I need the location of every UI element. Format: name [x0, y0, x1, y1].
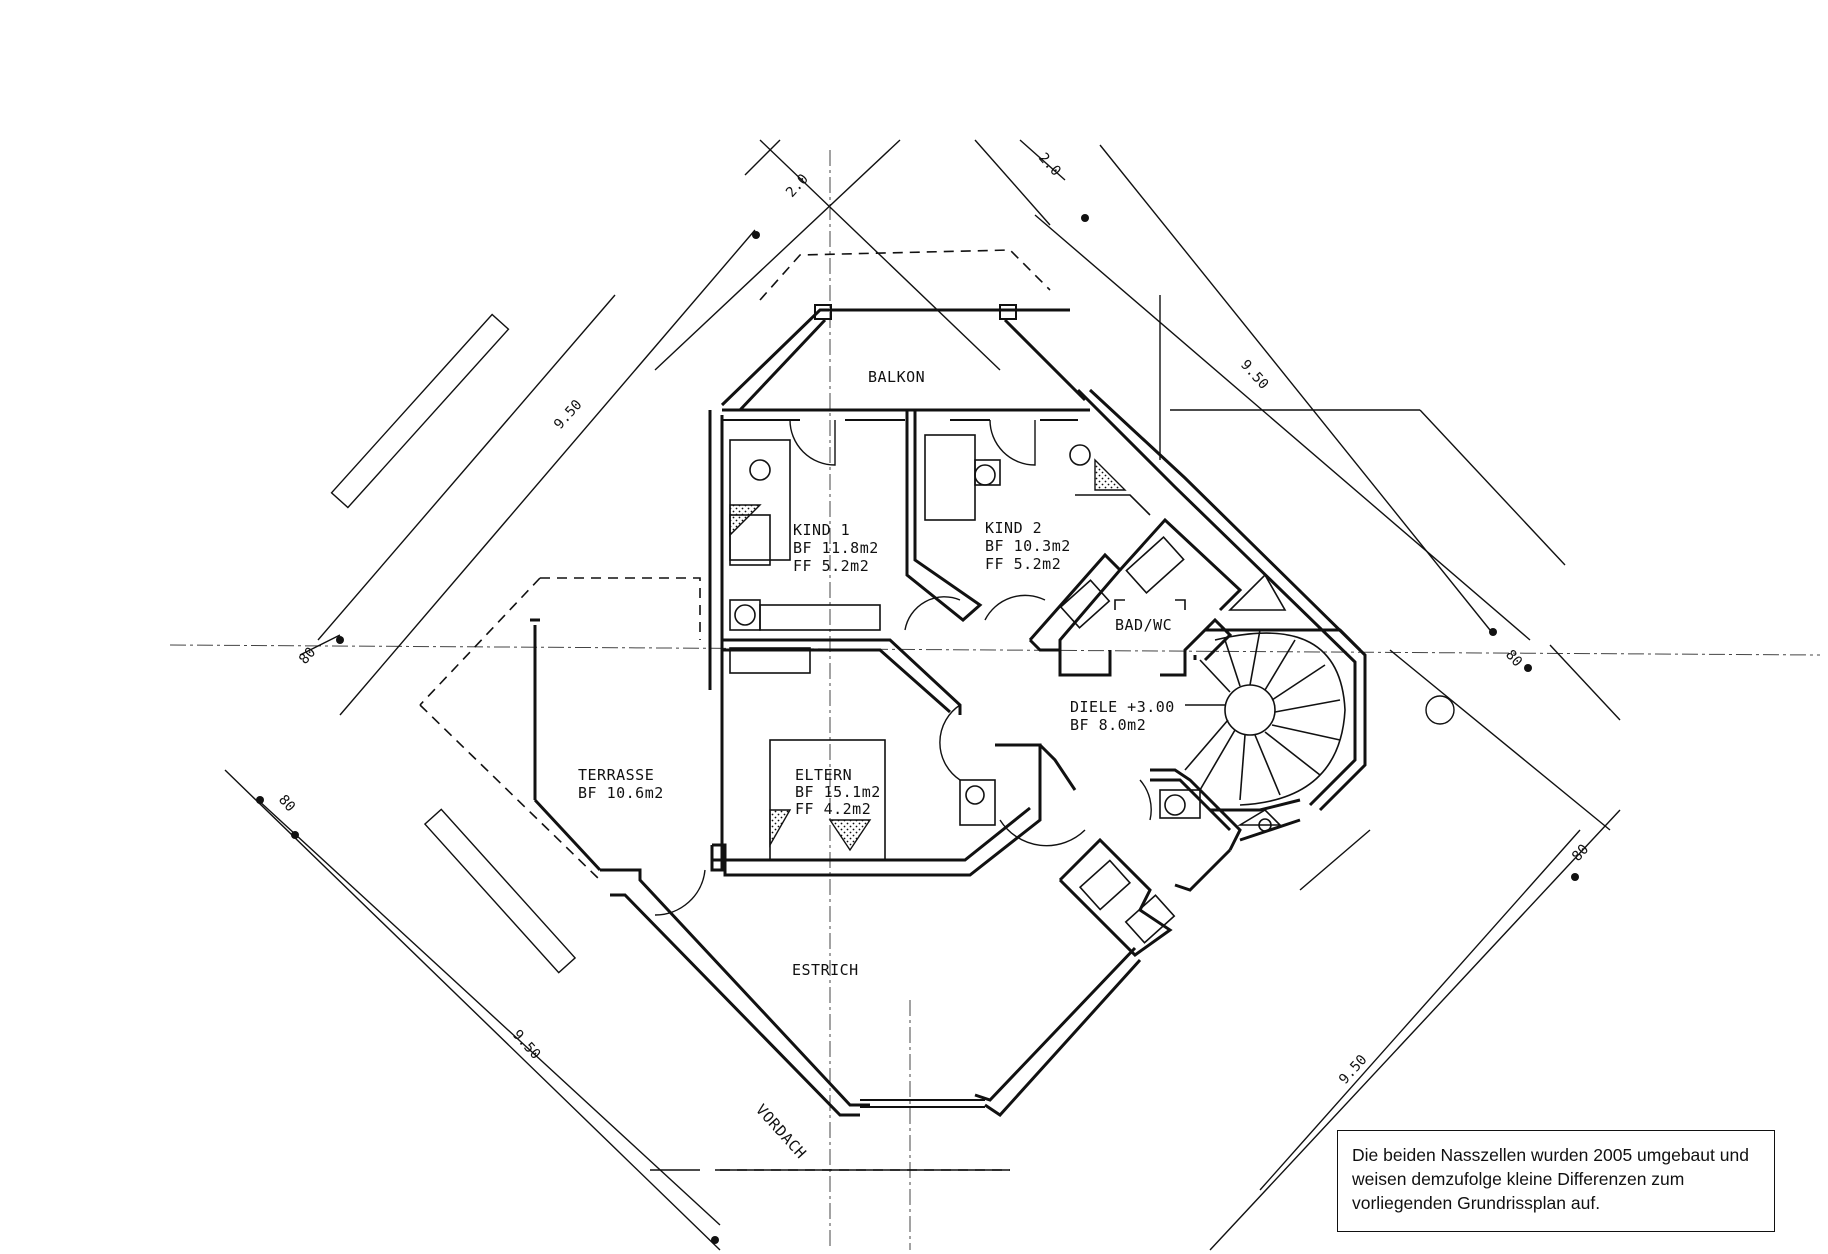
- label-kind2: KIND 2: [985, 519, 1042, 537]
- label-kind2-ff: FF 5.2m2: [985, 555, 1061, 573]
- label-eltern-ff: FF 4.2m2: [795, 800, 871, 818]
- label-estrich: ESTRICH: [792, 961, 859, 979]
- dim-left-lower: 80: [275, 792, 298, 815]
- room-labels: BALKON KIND 1 BF 11.8m2 FF 5.2m2 KIND 2 …: [578, 368, 1175, 1163]
- dimension-labels: 2.0 2.0 9.50 9.50 9.50 9.50 80 80 80 80: [275, 150, 1592, 1088]
- furniture: [729, 434, 1287, 944]
- label-terrasse: TERRASSE: [578, 766, 654, 784]
- label-balkon: BALKON: [868, 368, 925, 386]
- label-terrasse-bf: BF 10.6m2: [578, 784, 664, 802]
- dim-right-upper: 80: [1502, 647, 1525, 670]
- axis-lines: [169, 150, 1821, 1250]
- label-bad-wc: BAD/WC: [1115, 616, 1172, 634]
- label-eltern: ELTERN: [795, 766, 852, 784]
- renovation-note: Die beiden Nasszellen wurden 2005 umgeba…: [1337, 1130, 1775, 1232]
- label-eltern-bf: BF 15.1m2: [795, 783, 881, 801]
- label-vordach: VORDACH: [752, 1101, 810, 1163]
- dim-top-left: 2.0: [783, 171, 812, 201]
- label-kind1-ff: FF 5.2m2: [793, 557, 869, 575]
- spiral-stair: [1184, 629, 1346, 806]
- label-kind1-bf: BF 11.8m2: [793, 539, 879, 557]
- door-swings: [654, 419, 1152, 916]
- dim-nw: 9.50: [551, 397, 585, 433]
- dim-ne: 9.50: [1237, 357, 1271, 393]
- label-kind2-bf: BF 10.3m2: [985, 537, 1071, 555]
- dimension-lines: [224, 139, 1621, 1251]
- dim-left-upper: 80: [296, 644, 319, 667]
- label-kind1: KIND 1: [793, 521, 850, 539]
- label-diele-bf: BF 8.0m2: [1070, 716, 1146, 734]
- walls: [530, 304, 1367, 1117]
- overhang-outlines: [419, 249, 1051, 1171]
- label-diele: DIELE +3.00: [1070, 698, 1175, 716]
